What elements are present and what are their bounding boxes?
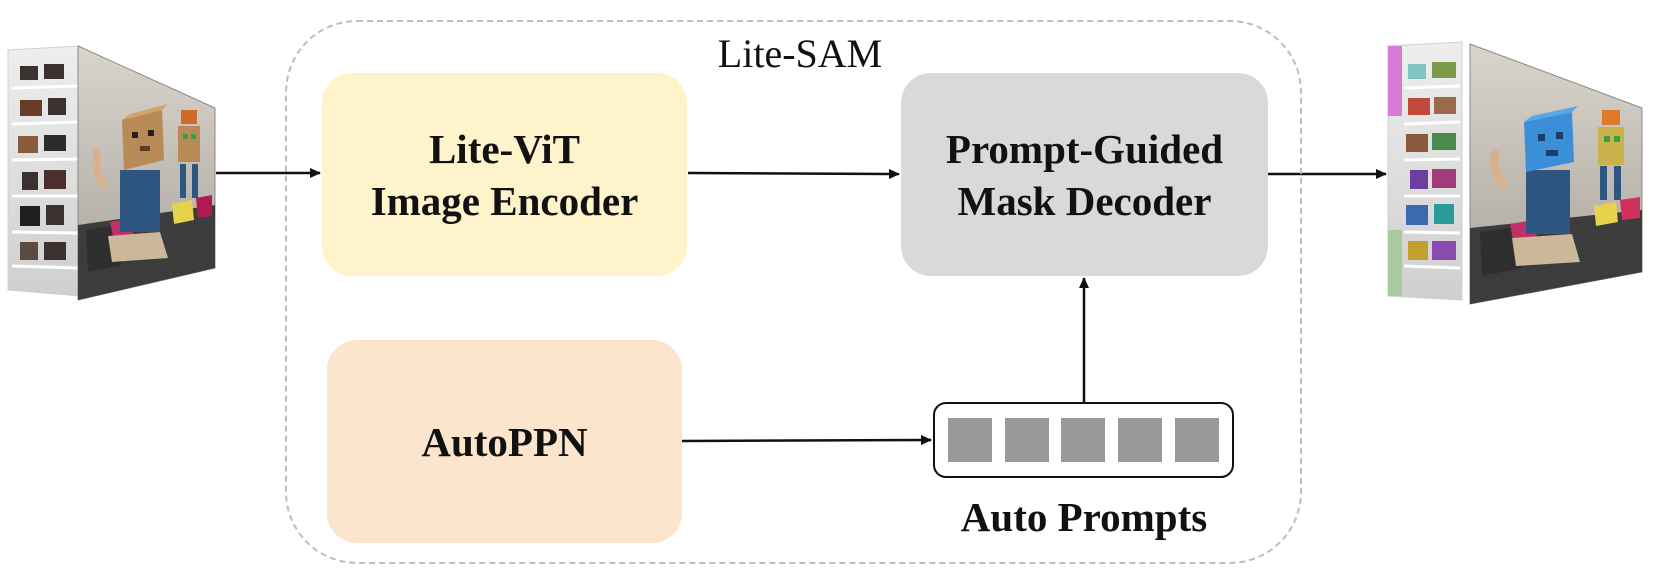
lite-sam-title: Lite-SAM [717,31,883,76]
lite-vit-image-encoder-block: Lite-ViT Image Encoder [322,73,687,276]
decoder-label-line1: Prompt-Guided [945,125,1224,172]
lite-sam-frame [285,20,1302,564]
input-person-photo [77,45,216,301]
prompt-token [1061,418,1106,462]
prompt-guided-mask-decoder-block: Prompt-Guided Mask Decoder [901,73,1268,276]
output-shelf-photo [1387,41,1463,301]
prompt-token [1004,418,1049,462]
prompt-token [947,418,992,462]
input-shelf-photo [7,45,81,297]
autoppn-block: AutoPPN [327,340,682,543]
encoder-label-line1: Lite-ViT [428,125,581,172]
arrow-encoder-to-decoder [687,168,900,179]
decoder-label-line2: Mask Decoder [957,177,1212,224]
autoppn-label: AutoPPN [421,418,588,465]
auto-prompts-label: Auto Prompts [960,494,1208,540]
prompt-token [1175,418,1220,462]
arrow-autoppn-to-prompts [681,435,932,446]
input-photo-stack [7,45,216,301]
encoder-label-line2: Image Encoder [370,177,639,224]
output-person-photo [1469,43,1643,305]
segmented-photo-stack [1387,41,1643,305]
auto-prompts-container [933,402,1234,478]
prompt-token [1118,418,1163,462]
